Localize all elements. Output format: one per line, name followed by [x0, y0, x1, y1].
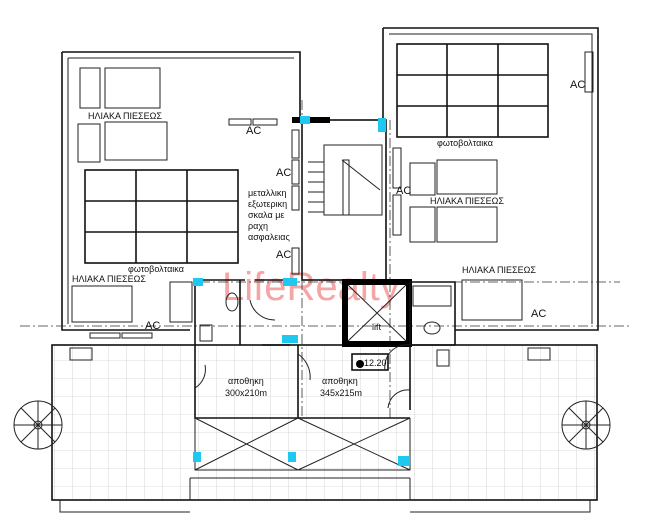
ac-label: AC — [570, 79, 585, 91]
svg-text:345x215m: 345x215m — [320, 388, 362, 398]
solar-heater-label-right: ΗΛΙΑΚΑ ΠΙΕΣΕΩΣ — [430, 196, 504, 206]
level-marker: 12.20 — [364, 358, 387, 368]
svg-text:εξωτερικη: εξωτερικη — [248, 199, 287, 209]
svg-text:ασφαλειας: ασφαλειας — [248, 232, 291, 242]
ac-label: AC — [276, 249, 291, 261]
lift: lift — [342, 279, 412, 347]
svg-text:ραχη: ραχη — [248, 221, 268, 231]
right-roof-outline — [382, 27, 599, 331]
ac-label: AC — [246, 125, 261, 137]
spiral-stair-left — [13, 400, 63, 450]
svg-text:αποθηκη: αποθηκη — [322, 376, 358, 386]
pv-array-right — [396, 43, 549, 138]
pv-label-right: φωτοβολταικα — [437, 138, 493, 148]
svg-text:μεταλλικη: μεταλλικη — [248, 188, 286, 198]
balcony-floor — [52, 345, 597, 500]
balcony-wall — [51, 344, 598, 501]
ac-label: AC — [531, 308, 546, 320]
storage-left: αποθηκη 300x210m — [225, 376, 267, 398]
solar-heater-label-right-lower: ΗΛΙΑΚΑ ΠΙΕΣΕΩΣ — [462, 265, 536, 275]
svg-text:lift: lift — [372, 322, 381, 332]
ac-label: AC — [145, 320, 160, 332]
pv-array-left — [84, 169, 239, 264]
svg-text:αποθηκη: αποθηκη — [228, 376, 264, 386]
columns — [193, 116, 410, 466]
left-roof-outline — [61, 51, 301, 331]
solar-heater-label-left: ΗΛΙΑΚΑ ΠΙΕΣΕΩΣ — [72, 274, 146, 284]
solar-heater-label: ΗΛΙΑΚΑ ΠΙΕΣΕΩΣ — [88, 111, 162, 121]
ac-label: AC — [396, 185, 411, 197]
ac-label: AC — [276, 167, 291, 179]
solar-heaters-top-left — [77, 67, 168, 163]
spiral-stair-right — [561, 400, 611, 450]
stair-note: μεταλλικη εξωτερικη σκαλα με ραχη ασφαλε… — [248, 188, 291, 242]
watermark: LifeRealty — [222, 265, 400, 309]
stair-core — [292, 117, 387, 281]
svg-text:300x210m: 300x210m — [225, 388, 267, 398]
pv-label-left: φωτοβολταικα — [128, 264, 184, 274]
storage-right: αποθηκη 345x215m — [320, 376, 362, 398]
svg-text:σκαλα με: σκαλα με — [248, 210, 284, 220]
